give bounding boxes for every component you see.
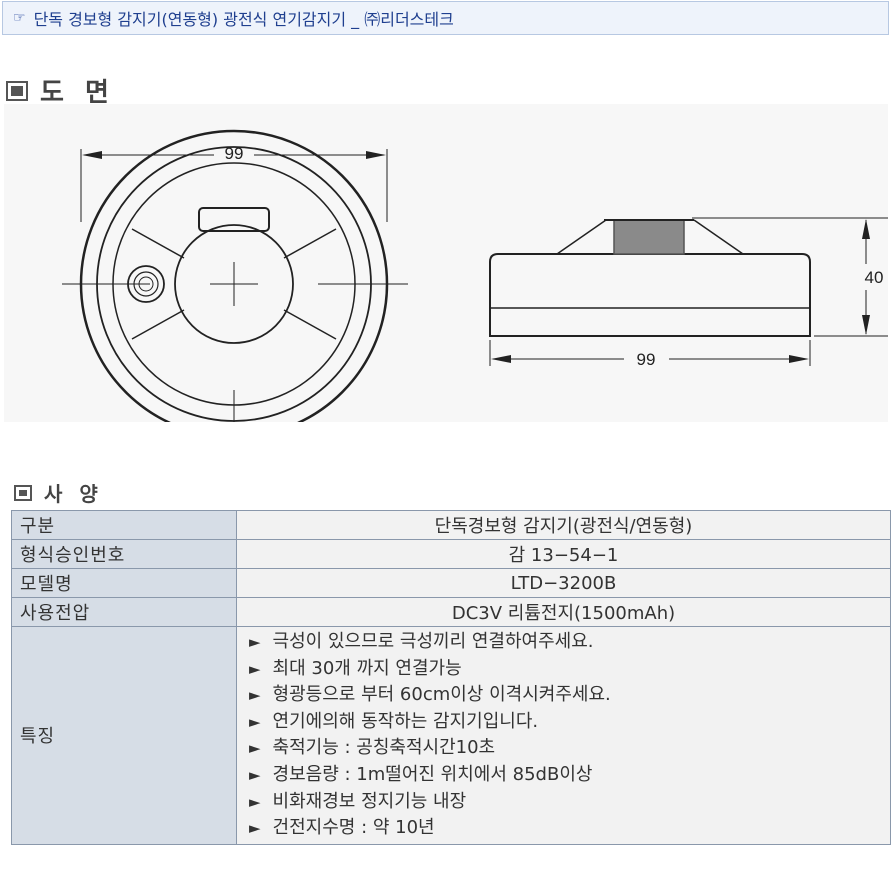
triangle-bullet-icon: ► [249,659,261,678]
section-header-drawing: 도 면 [6,72,115,109]
spec-row-features: 특징 ►극성이 있으므로 극성끼리 연결하여주세요. ►최대 30개 까지 연결… [11,626,891,845]
triangle-bullet-icon: ► [249,633,261,651]
triangle-bullet-icon: ► [249,686,261,705]
triangle-bullet-icon: ► [249,712,261,731]
list-item: ►극성이 있으므로 극성끼리 연결하여주세요. [249,631,594,652]
triangle-bullet-icon: ► [249,819,261,838]
spec-label: 특징 [11,626,237,845]
list-item: ►축적기능 : 공칭축적시간10초 [249,737,496,759]
technical-drawing: 99 99 40 [4,104,888,422]
triangle-bullet-icon: ► [249,739,261,758]
features-list: ►극성이 있으므로 극성끼리 연결하여주세요. ►최대 30개 까지 연결가능 … [236,626,891,845]
spec-label: 모델명 [11,568,237,598]
title-bar: ☞ 단독 경보형 감지기(연동형) 광전식 연기감지기 _ ㈜리더스테크 [2,1,889,35]
side-view [489,217,888,366]
spec-label: 사용전압 [11,597,237,627]
section-header-spec: 사 양 [14,478,103,507]
side-width-label: 99 [637,350,656,369]
triangle-bullet-icon: ► [249,765,261,784]
front-view [62,129,408,422]
spec-value: LTD−3200B [236,568,891,598]
front-width-label: 99 [225,144,244,163]
drawing-svg: 99 99 40 [62,129,888,422]
spec-label: 형식승인번호 [11,539,237,569]
square-bullet-icon [6,80,28,101]
spec-value: DC3V 리튬전지(1500mAh) [236,597,891,627]
section-title-spec: 사 양 [44,482,103,506]
list-item: ►건전지수명 : 약 10년 [249,817,435,839]
spec-value: 감 13−54−1 [236,539,891,569]
triangle-bullet-icon: ► [249,792,261,811]
list-item: ►비화재경보 정지기능 내장 [249,790,467,812]
spec-table: 구분 단독경보형 감지기(광전식/연동형) 형식승인번호 감 13−54−1 모… [11,510,891,845]
list-item: ►경보음량 : 1m떨어진 위치에서 85dB이상 [249,763,593,785]
side-height-label: 40 [865,268,884,287]
list-item: ►최대 30개 까지 연결가능 [249,657,462,679]
spec-row-model: 모델명 LTD−3200B [11,568,891,598]
spec-label: 구분 [11,510,237,540]
list-item: ►형광등으로 부터 60cm이상 이격시켜주세요. [249,684,611,706]
page-title: 단독 경보형 감지기(연동형) 광전식 연기감지기 _ ㈜리더스테크 [33,10,454,29]
pointing-hand-icon: ☞ [13,10,26,26]
list-item: ►연기에의해 동작하는 감지기입니다. [249,710,539,732]
spec-value: 단독경보형 감지기(광전식/연동형) [236,510,891,540]
square-bullet-icon [14,484,32,501]
spec-row-voltage: 사용전압 DC3V 리튬전지(1500mAh) [11,597,891,627]
spec-row-category: 구분 단독경보형 감지기(광전식/연동형) [11,510,891,540]
section-title-drawing: 도 면 [40,78,115,108]
spec-row-approval: 형식승인번호 감 13−54−1 [11,539,891,569]
